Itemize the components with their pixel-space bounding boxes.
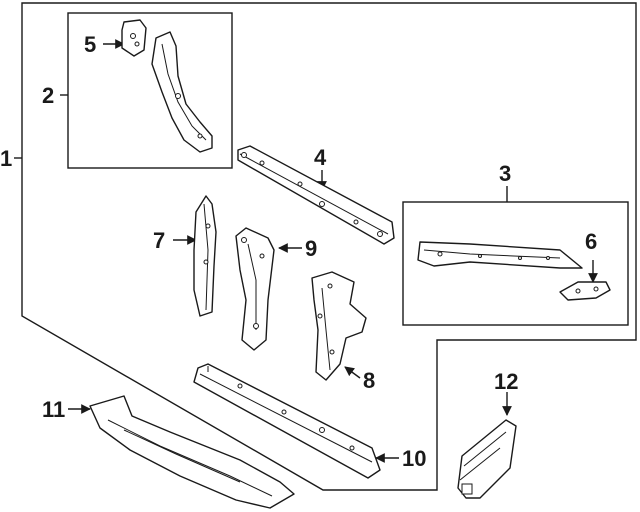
callout-label-9: 9 <box>305 236 317 261</box>
part-9-support <box>235 227 275 351</box>
callout-label-6: 6 <box>585 229 597 254</box>
callout-label-10: 10 <box>402 446 426 471</box>
assembly-outline <box>21 2 637 491</box>
part-6-bracket <box>559 281 611 301</box>
callout-5: 5 <box>84 32 125 57</box>
callout-8: 8 <box>344 366 375 393</box>
callout-9: 9 <box>278 236 317 261</box>
part-10-lower-tie-bar <box>193 363 381 479</box>
part-12-bracket <box>457 419 517 499</box>
callout-1: 1 <box>0 146 22 171</box>
callout-label-12: 12 <box>494 369 518 394</box>
callout-label-3: 3 <box>499 161 511 186</box>
callout-11: 11 <box>42 397 91 422</box>
part-4-upper-tie-bar <box>237 145 395 245</box>
part-8-support <box>311 271 367 381</box>
callout-label-2: 2 <box>42 83 54 108</box>
part-2-pillar <box>151 31 213 153</box>
part-7-support <box>193 195 217 317</box>
callout-label-4: 4 <box>314 145 327 170</box>
inset-box-3 <box>402 201 629 326</box>
callout-label-7: 7 <box>153 228 165 253</box>
callout-6: 6 <box>585 229 598 283</box>
callout-12: 12 <box>494 369 518 416</box>
part-3-extension <box>417 241 583 269</box>
callout-label-1: 1 <box>0 146 12 171</box>
part-11-deflector <box>89 395 295 509</box>
callout-label-8: 8 <box>363 368 375 393</box>
callout-label-11: 11 <box>42 397 65 422</box>
callout-7: 7 <box>153 228 197 253</box>
callout-3: 3 <box>499 161 511 202</box>
inset-box-2 <box>67 12 233 169</box>
callout-2: 2 <box>42 83 68 108</box>
callout-10: 10 <box>375 446 426 471</box>
part-5-bracket <box>121 19 147 57</box>
callout-label-5: 5 <box>84 32 96 57</box>
